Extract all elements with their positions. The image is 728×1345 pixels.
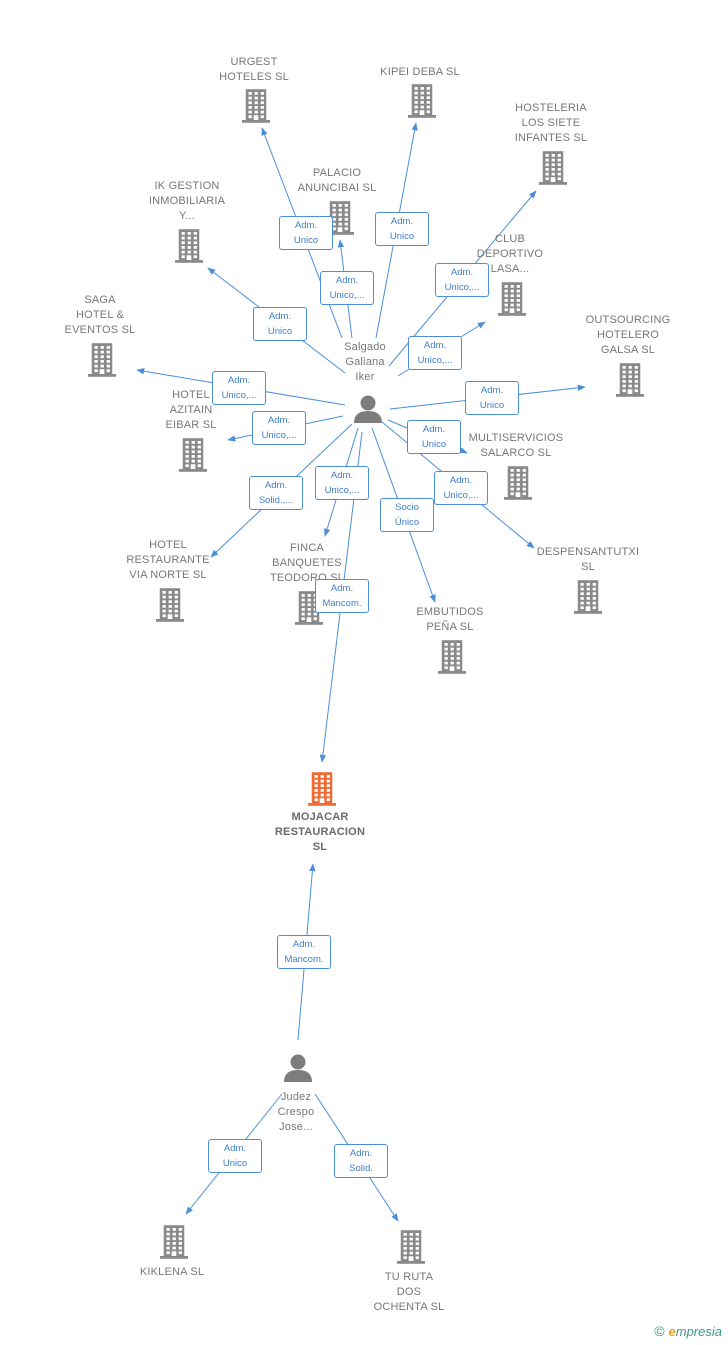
building-icon	[88, 343, 116, 377]
node-label-outsourcing[interactable]: OUTSOURCING HOTELERO GALSA SL	[585, 314, 671, 356]
node-finca[interactable]	[295, 591, 323, 625]
building-icon	[438, 640, 466, 674]
node-saga[interactable]	[88, 343, 116, 377]
node-urgest[interactable]	[242, 89, 270, 123]
edge-label-salgado-saga[interactable]: Adm. Unico,...	[212, 371, 266, 405]
node-label-club[interactable]: CLUB DEPORTIVO LASA...	[476, 233, 544, 275]
edge-label-judez-kiklena[interactable]: Adm. Unico	[208, 1139, 262, 1173]
edge-label-salgado-kipei[interactable]: Adm. Unico	[375, 212, 429, 246]
node-club[interactable]	[498, 282, 526, 316]
node-label-turuta[interactable]: TU RUTA DOS OCHENTA SL	[373, 1271, 445, 1313]
node-label-embutidos[interactable]: EMBUTIDOS PEÑA SL	[416, 606, 484, 633]
node-judez[interactable]	[283, 1054, 313, 1082]
edge-label-salgado-ikgestion[interactable]: Adm. Unico	[253, 307, 307, 341]
edge-label-salgado-palacio[interactable]: Adm. Unico,...	[320, 271, 374, 305]
node-hosteleria[interactable]	[539, 151, 567, 185]
node-palacio[interactable]	[326, 201, 354, 235]
edge-label-salgado-hosteleria[interactable]: Adm. Unico,...	[435, 263, 489, 297]
brand-watermark: © empresia	[654, 1323, 722, 1339]
node-label-palacio[interactable]: PALACIO ANUNCIBAI SL	[297, 167, 377, 194]
edge-label-salgado-despensa[interactable]: Adm. Unico,...	[434, 471, 488, 505]
building-icon	[308, 772, 336, 806]
node-multiservicios[interactable]	[504, 466, 532, 500]
node-label-vianorte[interactable]: HOTEL RESTAURANTE VIA NORTE SL	[126, 539, 210, 581]
node-label-saga[interactable]: SAGA HOTEL & EVENTOS SL	[64, 294, 136, 336]
building-icon	[242, 89, 270, 123]
node-label-azitain[interactable]: HOTEL AZITAIN EIBAR SL	[165, 389, 217, 431]
edge-label-salgado-multiservicios[interactable]: Adm. Unico	[407, 420, 461, 454]
node-label-kipei[interactable]: KIPEI DEBA SL	[380, 66, 460, 78]
node-label-salgado[interactable]: Salgado Galiana Iker	[344, 341, 386, 383]
building-icon	[616, 363, 644, 397]
node-label-hosteleria[interactable]: HOSTELERIA LOS SIETE INFANTES SL	[514, 102, 588, 144]
node-label-ikgestion[interactable]: IK GESTION INMOBILIARIA Y...	[148, 180, 226, 222]
building-icon	[498, 282, 526, 316]
edge-label-judez-mojacar[interactable]: Adm. Mancom.	[277, 935, 331, 969]
building-icon	[156, 588, 184, 622]
person-icon	[284, 1054, 312, 1082]
node-label-judez[interactable]: Judez Crespo Jose...	[277, 1091, 315, 1133]
node-vianorte[interactable]	[156, 588, 184, 622]
building-icon	[179, 438, 207, 472]
node-kiklena[interactable]	[160, 1225, 188, 1259]
node-salgado[interactable]	[353, 395, 383, 423]
node-ikgestion[interactable]	[175, 229, 203, 263]
node-label-urgest[interactable]: URGEST HOTELES SL	[219, 56, 289, 83]
node-embutidos[interactable]	[438, 640, 466, 674]
empresia-logo: empresia	[668, 1323, 722, 1339]
edge-label-salgado-mojacar[interactable]: Adm. Mancom.	[315, 579, 369, 613]
building-icon	[295, 591, 323, 625]
edge-label-salgado-club[interactable]: Adm. Unico,...	[408, 336, 462, 370]
edge-label-salgado-finca[interactable]: Adm. Unico,...	[315, 466, 369, 500]
node-label-multiservicios[interactable]: MULTISERVICIOS SALARCO SL	[468, 432, 564, 459]
node-azitain[interactable]	[179, 438, 207, 472]
building-icon	[574, 580, 602, 614]
building-icon	[408, 84, 436, 118]
building-icon	[160, 1225, 188, 1259]
building-icon	[539, 151, 567, 185]
edge-label-salgado-vianorte[interactable]: Adm. Solid.,...	[249, 476, 303, 510]
node-turuta[interactable]	[397, 1230, 425, 1264]
node-label-despensa[interactable]: DESPENSANTUTXI SL	[536, 546, 640, 573]
person-icon	[354, 395, 382, 423]
node-label-mojacar[interactable]: MOJACAR RESTAURACION SL	[274, 811, 366, 853]
edge-label-salgado-embutidos[interactable]: Socio Único	[380, 498, 434, 532]
node-label-finca[interactable]: FINCA BANQUETES TEODORO SL	[269, 542, 345, 584]
edge-label-judez-turuta[interactable]: Adm. Solid.	[334, 1144, 388, 1178]
building-icon	[504, 466, 532, 500]
building-icon	[397, 1230, 425, 1264]
edge-label-salgado-outsourcing[interactable]: Adm. Unico	[465, 381, 519, 415]
node-mojacar[interactable]	[308, 772, 336, 806]
edge-label-salgado-urgest[interactable]: Adm. Unico	[279, 216, 333, 250]
building-icon	[326, 201, 354, 235]
copyright-symbol: ©	[654, 1323, 665, 1339]
node-kipei[interactable]	[408, 84, 436, 118]
building-icon	[175, 229, 203, 263]
edge-label-salgado-azitain[interactable]: Adm. Unico,...	[252, 411, 306, 445]
node-label-kiklena[interactable]: KIKLENA SL	[139, 1266, 205, 1278]
node-despensa[interactable]	[574, 580, 602, 614]
node-outsourcing[interactable]	[616, 363, 644, 397]
